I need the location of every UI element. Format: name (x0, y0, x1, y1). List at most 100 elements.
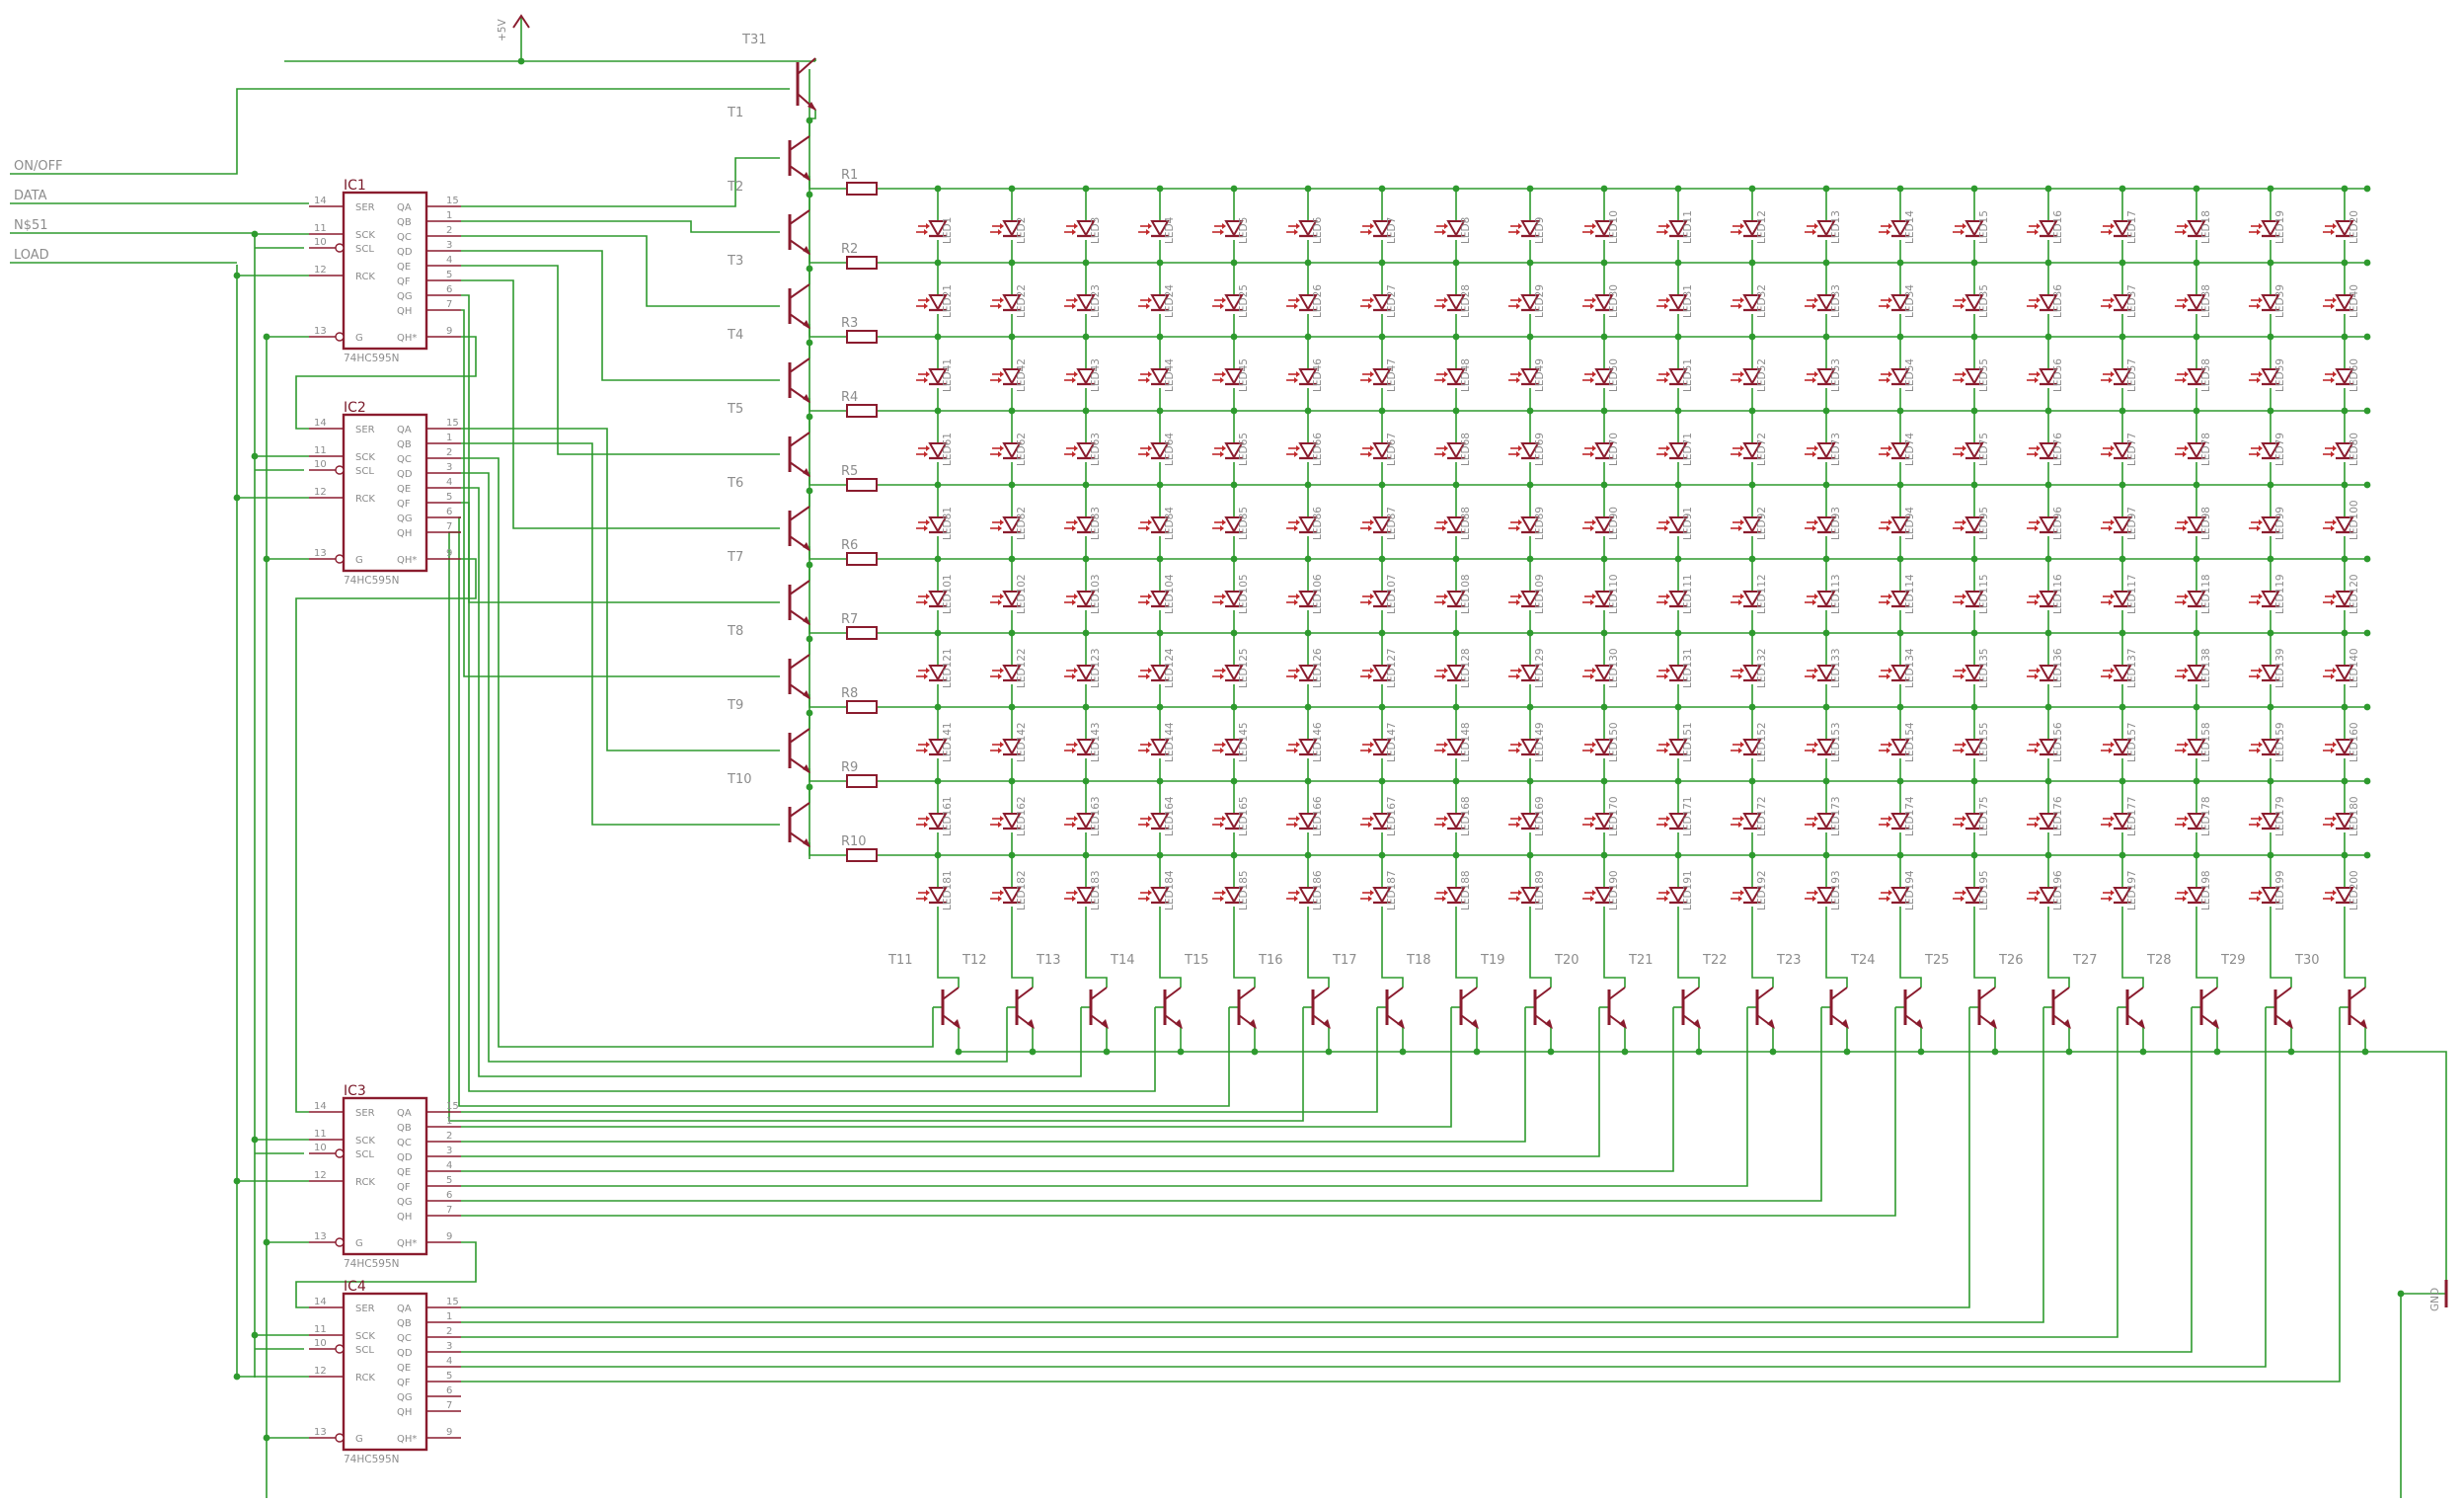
supply-label: +5V (497, 19, 508, 41)
junction-dot (1156, 629, 1164, 637)
junction-dot (1304, 407, 1312, 415)
led-label: LED22 (1016, 284, 1028, 318)
led-diode (1446, 368, 1466, 386)
row-transistor-label: T1 (727, 106, 743, 120)
transistor-arrow (803, 690, 810, 699)
led-arrow-head (924, 377, 928, 383)
led-diode (2113, 887, 2132, 905)
led-arrow-head (1222, 519, 1226, 525)
chip-pin-number: 11 (314, 1129, 327, 1140)
led-arrow-head (926, 297, 930, 303)
led-arrow-head (2109, 822, 2113, 828)
chip-pin-name: RCK (355, 1177, 375, 1188)
led-arrow-head (1886, 822, 1890, 828)
chip-pin-number: 6 (446, 507, 452, 517)
led-label: LED73 (1830, 433, 1842, 466)
led-arrow-head (2037, 519, 2040, 525)
led-diode (2335, 813, 2354, 830)
chip-pin-number: 2 (446, 225, 452, 236)
led-diode (1446, 739, 1466, 756)
chip-pin-name: QE (397, 484, 411, 495)
chip-pin-name: QE (397, 262, 411, 273)
junction-dot (1600, 629, 1608, 637)
column-transistor-label: T26 (1998, 953, 2023, 968)
led-arrow-head (1442, 451, 1446, 457)
led-diode (1816, 368, 1836, 386)
led-label: LED169 (1534, 796, 1546, 836)
led-arrow-head (1444, 890, 1448, 896)
chip-pin-number: 6 (446, 284, 452, 295)
led-arrow-head (1296, 890, 1300, 896)
chip-pin-number: 2 (446, 1131, 452, 1142)
led-arrow-head (1444, 742, 1448, 748)
led-arrow-head (2183, 673, 2187, 679)
junction-dot (2118, 851, 2126, 859)
chip-pin-number: 12 (314, 265, 327, 276)
led-arrow-head (2259, 297, 2263, 303)
junction-dot (1082, 851, 1090, 859)
chip-pin-number: 10 (314, 1338, 327, 1349)
led-arrow-head (1516, 229, 1520, 235)
led-arrow-head (2035, 229, 2039, 235)
junction-dot (2118, 333, 2126, 341)
led-label: LED120 (2348, 574, 2360, 614)
led-arrow-head (1738, 896, 1742, 902)
junction-dot (1748, 555, 1756, 563)
chip-part: 74HC595N (344, 575, 399, 587)
junction-dot (1600, 703, 1608, 711)
junction-dot (263, 1238, 270, 1246)
led-arrow-head (1886, 229, 1890, 235)
led-arrow-head (1148, 890, 1152, 896)
led-arrow-head (1370, 816, 1374, 822)
led-label: LED158 (2200, 722, 2212, 762)
junction-dot (251, 1331, 259, 1339)
led-arrow-head (2185, 816, 2189, 822)
junction-dot (2267, 185, 2274, 193)
led-arrow-head (1590, 748, 1594, 753)
junction-dot (2267, 481, 2274, 489)
led-arrow-head (2035, 377, 2039, 383)
junction-dot (2044, 777, 2052, 785)
led-arrow-head (2331, 896, 2335, 902)
led-diode (2335, 368, 2354, 386)
junction-dot (1304, 851, 1312, 859)
led-diode (1076, 220, 1096, 238)
junction-dot (806, 117, 813, 124)
led-diode (1150, 591, 1170, 608)
chip-pin-name: QF (397, 1378, 411, 1388)
chip-pin-number: 11 (314, 1324, 327, 1335)
led-arrow-head (1000, 742, 1004, 748)
transistor-arrow (1175, 1019, 1183, 1029)
led-diode (1742, 665, 1762, 682)
junction-dot (1304, 629, 1312, 637)
led-arrow-head (1442, 377, 1446, 383)
led-label: LED128 (1460, 648, 1472, 688)
led-label: LED14 (1904, 210, 1916, 244)
collector-lead (1307, 963, 1330, 988)
junction-dot (1304, 481, 1312, 489)
junction-dot (1748, 703, 1756, 711)
chip-invert-circle (335, 1344, 345, 1354)
junction-dot (1082, 481, 1090, 489)
junction-dot (1970, 481, 1978, 489)
junction-dot (233, 272, 241, 279)
led-label: LED174 (1904, 796, 1916, 836)
transistor-arrow (2137, 1019, 2145, 1029)
led-arrow-head (2333, 371, 2337, 377)
row-drive (461, 220, 780, 233)
led-arrow-head (2259, 816, 2263, 822)
led-arrow-head (1590, 673, 1594, 679)
led-label: LED194 (1904, 870, 1916, 910)
led-diode (928, 516, 948, 534)
transistor-collector (1016, 987, 1034, 1000)
junction-dot (2363, 185, 2371, 193)
collector-lead (1455, 963, 1478, 988)
column-transistor-label: T29 (2220, 953, 2245, 968)
led-diode (2261, 516, 2280, 534)
led-diode (2039, 294, 2058, 312)
led-arrow-head (1222, 742, 1226, 748)
junction-dot (233, 1177, 241, 1185)
transistor-collector (789, 209, 810, 225)
led-arrow-head (1961, 525, 1964, 531)
junction-dot (1082, 185, 1090, 193)
